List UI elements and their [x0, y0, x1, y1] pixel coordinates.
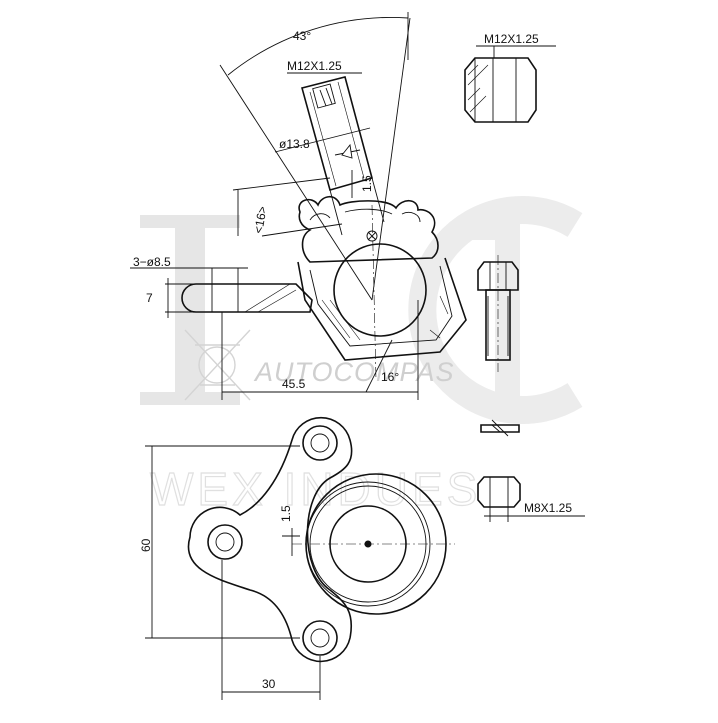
hole-bottom	[302, 620, 338, 656]
hole-left	[207, 524, 243, 560]
offset-1-5-top-label: 1.5	[360, 175, 374, 192]
angle-43-label: 43°	[293, 29, 311, 43]
center-distance-45-5-label: 45.5	[282, 377, 306, 391]
housing	[297, 257, 467, 361]
plan-view: 1.5 60 30	[139, 416, 455, 700]
watermark-sub: WEX INDUES	[150, 463, 481, 515]
bolt	[477, 255, 519, 372]
hole-top	[302, 425, 338, 461]
watermark-logo-icon	[184, 329, 251, 401]
rubber-boot	[298, 195, 439, 263]
spring-washer	[480, 419, 520, 437]
flange-thickness-7-label: 7	[146, 291, 153, 305]
width-30-label: 30	[262, 677, 276, 691]
height-60-label: 60	[139, 538, 153, 552]
watermark-brand: AUTOCOMPAS	[253, 357, 455, 387]
flange-arm	[181, 283, 313, 313]
stud	[301, 76, 385, 236]
watermark: AUTOCOMPAS WEX INDUES	[140, 196, 583, 516]
castle-nut: M12X1.25	[464, 32, 556, 123]
nut-thread-label: M12X1.25	[484, 32, 539, 46]
holes-3-x-diam-8-5-label: 3−ø8.5	[133, 255, 171, 269]
ball	[333, 243, 427, 337]
offset-1-5-plan-label: 1.5	[279, 505, 293, 522]
length-16-label: <16>	[251, 205, 270, 234]
tilt-angle-16-label: 16°	[381, 370, 399, 384]
stud-thread-label: M12X1.25	[287, 59, 342, 73]
hex-nut: M8X1.25	[477, 476, 585, 522]
cone-angle-arc	[227, 17, 409, 76]
three-lobe-flange	[187, 416, 353, 663]
diam-13-8-label: ø13.8	[279, 137, 310, 151]
bolt-nut-thread-label: M8X1.25	[524, 501, 572, 515]
side-view: 43° M12X1.25 ø13.8 1.5 <16>	[130, 12, 467, 400]
